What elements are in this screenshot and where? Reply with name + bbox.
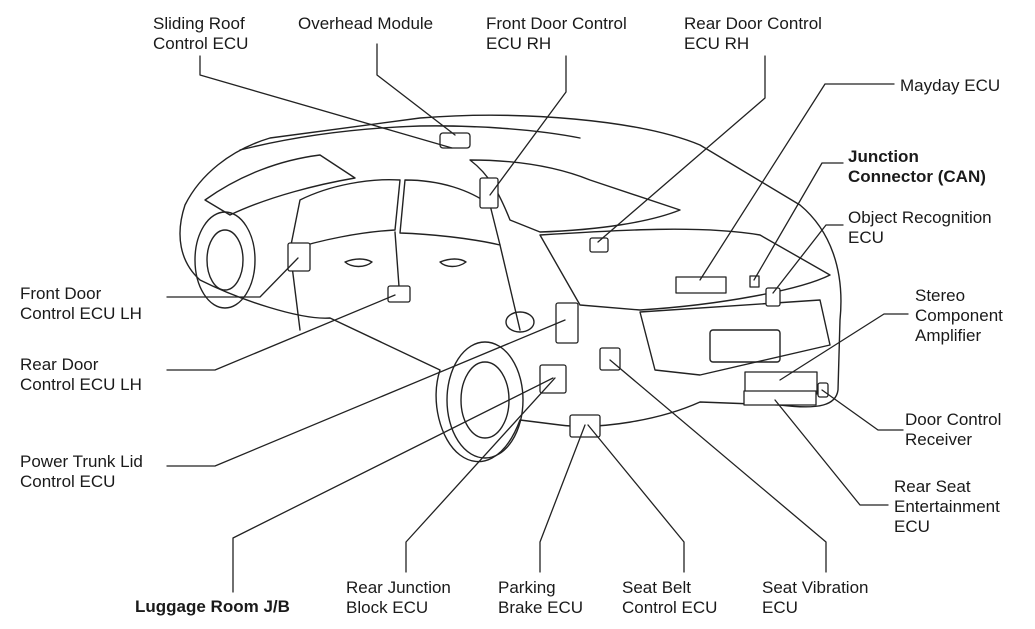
leader-luggage-jb: [232, 377, 554, 593]
roof-line: [239, 125, 581, 151]
leader-object-recognition: [772, 224, 844, 294]
leader-junction: [753, 162, 844, 281]
leader-rear-junction: [405, 377, 556, 573]
luggage-jb-part: [539, 364, 567, 394]
label-rear-junction-block-ecu: Rear Junction Block ECU: [346, 578, 451, 617]
fuel-door: [505, 311, 535, 333]
label-luggage-room-jb: Luggage Room J/B: [135, 597, 290, 616]
license-plate: [709, 329, 781, 363]
leader-sliding-roof: [199, 55, 453, 149]
label-sliding-roof-ecu: Sliding Roof Control ECU: [153, 14, 249, 53]
trunk-lid: [539, 228, 831, 311]
label-front-door-ecu-lh: Front Door Control ECU LH: [20, 284, 142, 323]
front-door-rh-part: [479, 177, 499, 209]
label-overhead-module: Overhead Module: [298, 14, 434, 33]
object-recognition-part: [765, 287, 781, 307]
label-front-door-ecu-rh: Front Door Control ECU RH: [486, 14, 627, 53]
door-seam: [289, 231, 521, 331]
rear-bumper: [639, 299, 831, 376]
leader-door-receiver: [821, 389, 904, 431]
front-side-window: [289, 178, 401, 251]
leader-rear-door-lh: [166, 294, 396, 371]
label-rear-door-ecu-rh: Rear Door Control ECU RH: [684, 14, 822, 53]
leader-rear-seat-ent: [774, 399, 889, 506]
label-parking-brake-ecu: Parking Brake ECU: [498, 578, 584, 617]
leader-mayday: [699, 83, 895, 281]
label-power-trunk-lid-ecu: Power Trunk Lid Control ECU: [20, 452, 143, 491]
leader-front-door-lh: [166, 257, 299, 298]
label-rear-door-ecu-lh: Rear Door Control ECU LH: [20, 355, 142, 394]
leader-seat-belt: [587, 424, 685, 573]
mayday-ecu-part: [675, 276, 727, 294]
label-junction-connector: Junction Connector (CAN): [848, 147, 986, 186]
rear-window: [469, 159, 681, 233]
windshield: [204, 154, 356, 216]
rear-door-lh-part: [387, 285, 411, 303]
rear-seat-ent-part: [743, 390, 817, 406]
leader-overhead: [376, 43, 456, 136]
leader-front-door-rh: [489, 55, 567, 196]
power-trunk-part: [555, 302, 579, 344]
front-door-handle: [344, 258, 373, 268]
rear-wheel: [446, 341, 524, 459]
leader-rear-door-rh: [597, 55, 766, 243]
label-rear-seat-entertainment-ecu: Rear Seat Entertainment ECU: [894, 477, 1000, 536]
label-seat-belt-control-ecu: Seat Belt Control ECU: [622, 578, 718, 617]
front-wheel: [194, 211, 256, 309]
label-object-recognition-ecu: Object Recognition ECU: [848, 208, 992, 247]
rear-door-rh-part: [589, 237, 609, 253]
label-door-control-receiver: Door Control Receiver: [905, 410, 1002, 449]
leader-stereo: [779, 313, 909, 381]
leader-parking-brake: [539, 424, 586, 573]
junction-connector-part: [749, 275, 760, 288]
overhead-module-part: [439, 132, 471, 149]
label-seat-vibration-ecu: Seat Vibration ECU: [762, 578, 869, 617]
label-stereo-amplifier: Stereo Component Amplifier: [915, 286, 1003, 345]
rear-door-handle: [439, 258, 467, 268]
front-door-lh-part: [287, 242, 311, 272]
car-body-outline: [179, 114, 842, 463]
label-mayday-ecu: Mayday ECU: [900, 76, 1001, 95]
leader-power-trunk: [166, 319, 566, 467]
leader-seat-vibration: [609, 359, 827, 573]
